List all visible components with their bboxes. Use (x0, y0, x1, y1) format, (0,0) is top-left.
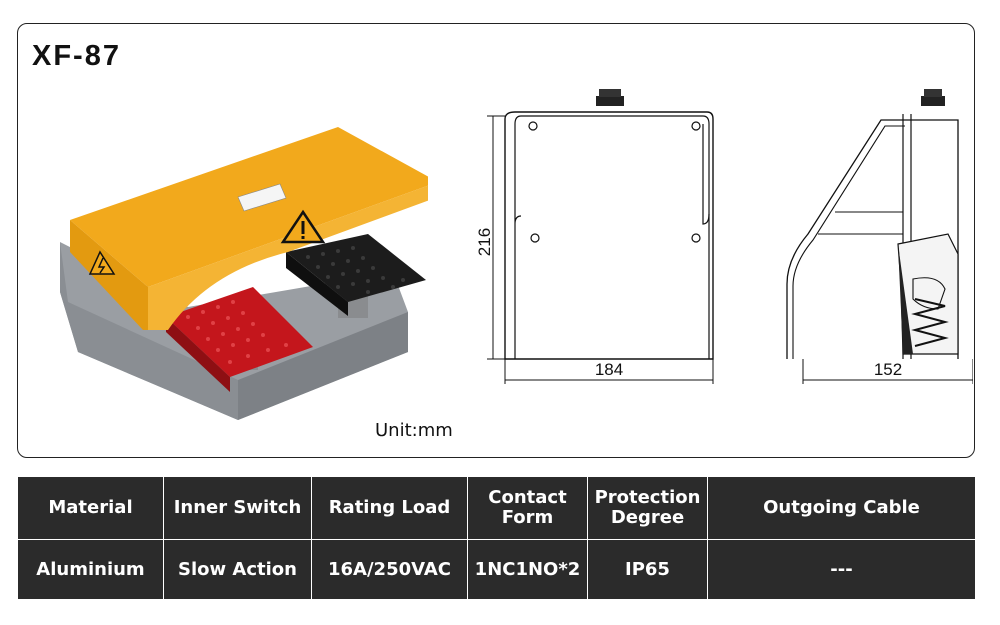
spec-header-outgoing-cable: Outgoing Cable (707, 476, 976, 540)
spec-table: Material Inner Switch Rating Load Contac… (17, 476, 976, 600)
product-panel: XF-87 (17, 23, 975, 458)
spec-value-rating-load: 16A/250VAC (311, 539, 468, 600)
unit-note: Unit:mm (375, 420, 453, 441)
spec-header-contact-form: Contact Form (467, 476, 588, 540)
width-dimension-label: 184 (595, 360, 623, 379)
spec-value-inner-switch: Slow Action (163, 539, 312, 600)
depth-dimension-label: 152 (874, 360, 902, 379)
spec-value-outgoing-cable: --- (707, 539, 976, 600)
model-title: XF-87 (32, 40, 121, 72)
spec-header-inner-switch: Inner Switch (163, 476, 312, 540)
spec-header-material: Material (17, 476, 164, 540)
front-view-drawing: 216 184 (475, 89, 714, 384)
spec-value-material: Aluminium (17, 539, 164, 600)
spec-value-contact-form: 1NC1NO*2 (467, 539, 588, 600)
spec-header-row: Material Inner Switch Rating Load Contac… (17, 476, 976, 540)
spec-value-protection-degree: IP65 (587, 539, 708, 600)
side-view-drawing: 152 (786, 89, 973, 384)
spec-header-rating-load: Rating Load (311, 476, 468, 540)
foot-switch-image (60, 127, 428, 420)
spec-value-row: Aluminium Slow Action 16A/250VAC 1NC1NO*… (17, 539, 976, 600)
spec-header-protection-degree: Protection Degree (587, 476, 708, 540)
height-dimension-label: 216 (475, 228, 494, 256)
